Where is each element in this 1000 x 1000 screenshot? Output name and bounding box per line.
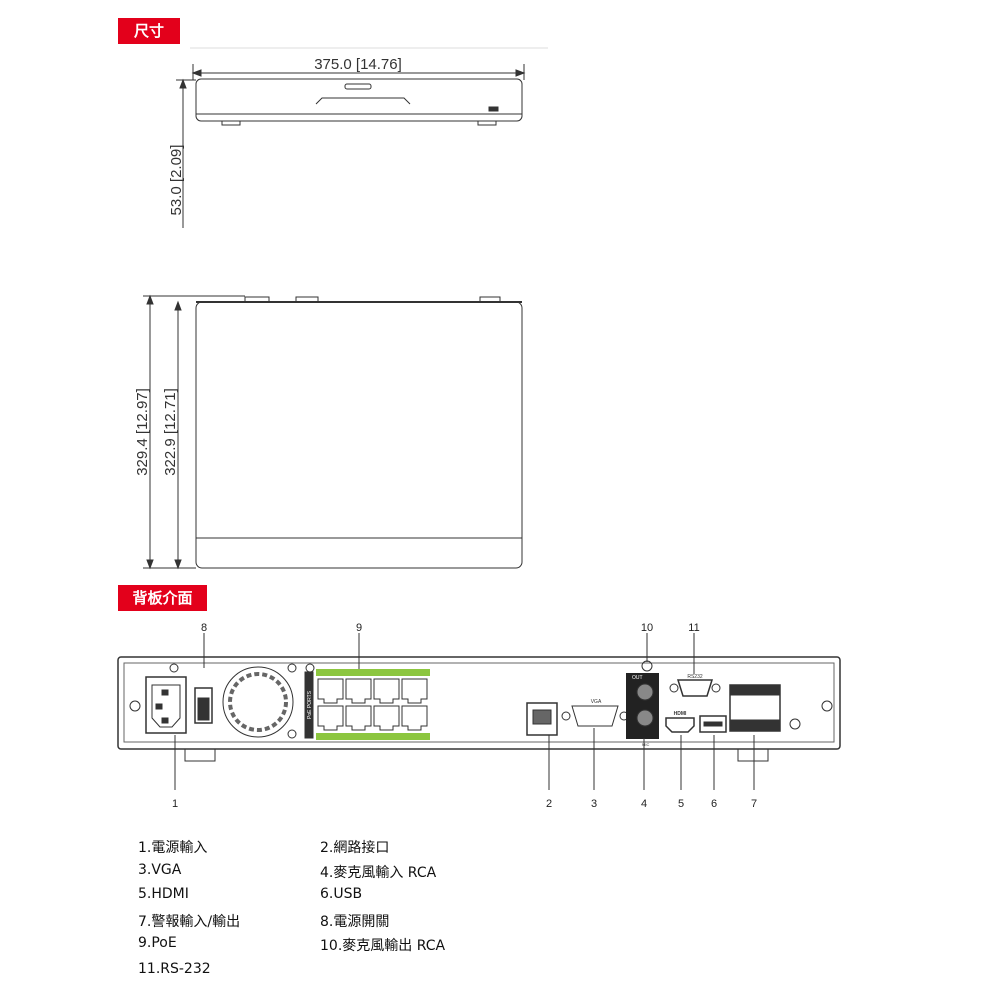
callout-number: 2: [546, 798, 552, 810]
callout-number: 6: [711, 798, 717, 810]
poe-port: [373, 705, 400, 731]
width-dimension: 375.0 [14.76]: [191, 56, 526, 80]
legend-item: 5.HDMI: [138, 886, 189, 902]
svg-text:PoE PORTS: PoE PORTS: [307, 690, 313, 719]
poe-port: [317, 705, 344, 731]
top-view: [195, 296, 523, 569]
callout-number: 10: [641, 622, 653, 634]
dimensions-title-badge: 尺寸: [118, 18, 180, 44]
fan: [222, 666, 294, 738]
poe-port: [373, 678, 400, 704]
poe-port: [401, 678, 428, 704]
legend-item: 9.PoE: [138, 935, 177, 951]
callout-number: 1: [172, 798, 178, 810]
hdmi-port: [665, 717, 695, 733]
callout-number: 4: [641, 798, 647, 810]
legend-item: 11.RS-232: [138, 961, 211, 977]
callout-number: 7: [751, 798, 757, 810]
svg-text:HDMI: HDMI: [674, 711, 687, 717]
usb-port: [699, 715, 727, 733]
width-label: 375.0 [14.76]: [314, 56, 402, 73]
alarm-terminal: [729, 684, 781, 732]
depth-inner-label: 322.9 [12.71]: [162, 388, 179, 476]
callout-number: 11: [688, 622, 699, 634]
poe-ports: PoE PORTS: [304, 669, 430, 740]
network-port: [526, 702, 558, 736]
power-inlet: [145, 676, 187, 734]
callout-number: 8: [201, 622, 207, 634]
poe-port: [345, 678, 372, 704]
height-dimension: 53.0 [2.09]: [168, 78, 196, 228]
front-view: [195, 78, 523, 126]
rs232-port: [676, 679, 714, 697]
callout-number: 5: [678, 798, 684, 810]
poe-port: [401, 705, 428, 731]
legend-item: 3.VGA: [138, 862, 182, 878]
callout-number: 3: [591, 798, 597, 810]
legend-item: 7.警報輸入/輸出: [138, 914, 241, 930]
rear-panel-title-badge: 背板介面: [118, 585, 207, 611]
legend-item: 10.麥克風輸出 RCA: [320, 938, 446, 954]
svg-text:VGA: VGA: [591, 699, 602, 705]
svg-text:MIC: MIC: [642, 742, 649, 747]
legend-item: 1.電源輸入: [138, 840, 208, 856]
poe-port: [345, 705, 372, 731]
legend-item: 2.網路接口: [320, 840, 390, 856]
legend-item: 4.麥克風輸入 RCA: [320, 865, 437, 881]
depth-dimensions: 329.4 [12.97] 322.9 [12.71]: [134, 294, 245, 570]
svg-text:OUT: OUT: [632, 675, 643, 681]
rear-panel: PoE PORTS VGA OUT MIC RS232 HDMI: [117, 656, 841, 762]
depth-outer-label: 329.4 [12.97]: [134, 388, 151, 476]
svg-text:RS232: RS232: [687, 674, 703, 680]
callout-number: 9: [356, 622, 362, 634]
height-label: 53.0 [2.09]: [168, 145, 185, 216]
power-switch: [194, 687, 213, 724]
rca-block: [626, 673, 659, 739]
legend-item: 6.USB: [320, 886, 363, 902]
poe-port: [317, 678, 344, 704]
vga-port: [571, 705, 619, 727]
legend-item: 8.電源開關: [320, 914, 390, 930]
